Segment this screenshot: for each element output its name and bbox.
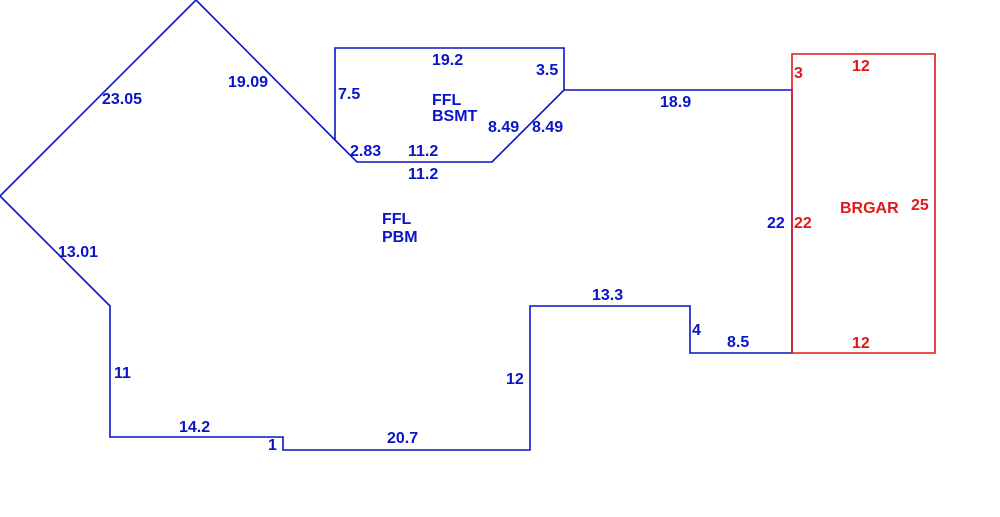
basement-area-name-line1: FFL [432, 92, 462, 109]
dim-bsmt-top: 19.2 [432, 52, 463, 69]
dim-garage-west: 22 [794, 215, 812, 232]
dim-main-notch-bottom: 11.2 [408, 166, 438, 183]
dim-garage-east: 25 [911, 197, 929, 214]
dim-bsmt-top-right: 3.5 [536, 62, 558, 79]
dim-garage-top: 12 [852, 58, 870, 75]
dim-main-north-east: 18.9 [660, 94, 691, 111]
dim-main-west: 11 [114, 365, 131, 382]
dim-bsmt-diag-inner: 8.49 [488, 119, 519, 136]
dim-main-south-jog: 1 [268, 437, 277, 454]
main-floor-outline [0, 0, 793, 451]
garage-outline [791, 53, 936, 354]
dim-main-west-diag: 13.01 [58, 244, 98, 261]
dim-garage-corner: 3 [794, 65, 803, 82]
basement-outline [334, 47, 565, 140]
dim-main-step-top: 13.3 [592, 287, 623, 304]
basement-area-name-line2: BSMT [432, 108, 478, 125]
dim-main-nw-inner: 19.09 [228, 74, 268, 91]
garage-area-name: BRGAR [840, 200, 899, 217]
dim-main-small-vertical: 4 [692, 322, 701, 339]
dim-main-south-left: 14.2 [179, 419, 210, 436]
dim-main-step-vertical: 12 [506, 371, 524, 388]
dim-bsmt-left: 7.5 [338, 86, 360, 103]
dim-main-south-right: 20.7 [387, 430, 418, 447]
dim-main-nw-upper: 23.05 [102, 91, 142, 108]
dim-bsmt-diag-outer: 8.49 [532, 119, 563, 136]
main-area-name-line1: FFL [382, 211, 412, 228]
dim-main-south-east: 8.5 [727, 334, 749, 351]
dim-main-east: 22 [767, 215, 785, 232]
dim-garage-bottom: 12 [852, 335, 870, 352]
main-area-name-line2: PBM [382, 229, 418, 246]
dim-bsmt-diag-left: 2.83 [350, 143, 381, 160]
dim-bsmt-bottom: 11.2 [408, 143, 438, 160]
